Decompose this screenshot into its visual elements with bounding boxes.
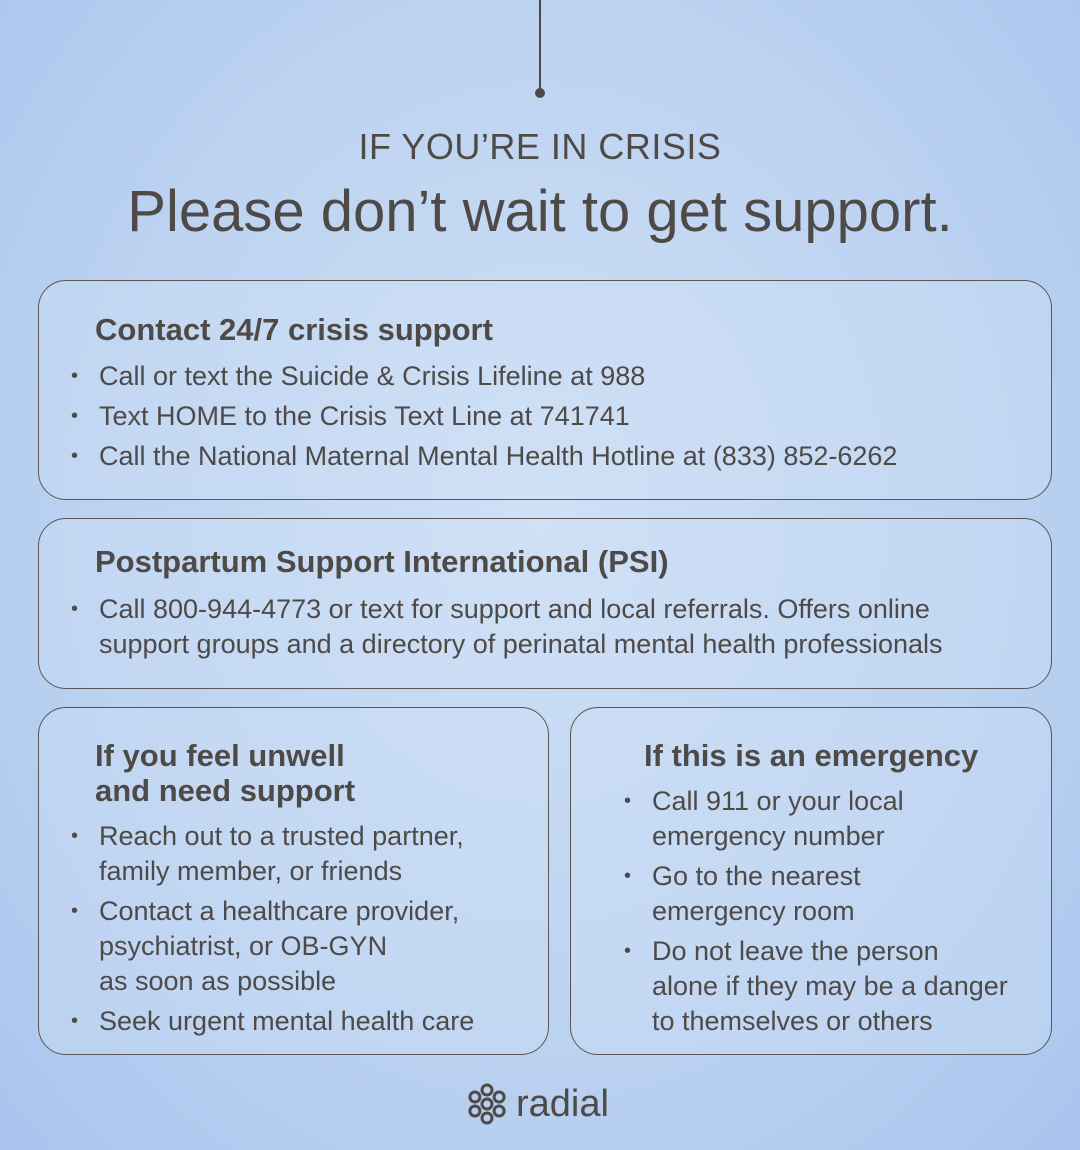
list-item: Contact a healthcare provider, psychiatr… xyxy=(68,894,538,999)
list-item: Call 800-944-4773 or text for support an… xyxy=(68,592,1028,662)
hanging-line xyxy=(539,0,541,91)
crisis-support-list: Call or text the Suicide & Crisis Lifeli… xyxy=(68,359,1028,474)
list-item: Reach out to a trusted partner, family m… xyxy=(68,819,538,889)
psi-list: Call 800-944-4773 or text for support an… xyxy=(68,592,1028,662)
list-item: Call the National Maternal Mental Health… xyxy=(68,439,1028,474)
hanging-dot xyxy=(535,88,545,98)
unwell-support-card: If you feel unwell and need support Reac… xyxy=(38,707,549,1055)
list-item: Do not leave the person alone if they ma… xyxy=(621,934,1041,1039)
brand-name: radial xyxy=(516,1082,609,1125)
emergency-list: Call 911 or your local emergency number … xyxy=(621,784,1041,1039)
crisis-support-card: Contact 24/7 crisis support Call or text… xyxy=(38,280,1052,500)
unwell-support-list: Reach out to a trusted partner, family m… xyxy=(68,819,538,1039)
card-title: If this is an emergency xyxy=(644,738,979,773)
list-item: Call or text the Suicide & Crisis Lifeli… xyxy=(68,359,1028,394)
list-item: Call 911 or your local emergency number xyxy=(621,784,1041,854)
card-title: Contact 24/7 crisis support xyxy=(95,312,493,347)
psi-card: Postpartum Support International (PSI) C… xyxy=(38,518,1052,689)
card-title: Postpartum Support International (PSI) xyxy=(95,544,669,579)
list-item: Text HOME to the Crisis Text Line at 741… xyxy=(68,399,1028,434)
list-item: Seek urgent mental health care xyxy=(68,1004,538,1039)
list-item: Go to the nearest emergency room xyxy=(621,859,1041,929)
card-title: If you feel unwell and need support xyxy=(95,738,356,808)
eyebrow-heading: IF YOU’RE IN CRISIS xyxy=(358,126,722,167)
page-title: Please don’t wait to get support. xyxy=(127,179,953,244)
brand-logo: radial xyxy=(466,1080,609,1128)
emergency-card: If this is an emergency Call 911 or your… xyxy=(570,707,1052,1055)
radial-flower-icon xyxy=(466,1083,508,1125)
